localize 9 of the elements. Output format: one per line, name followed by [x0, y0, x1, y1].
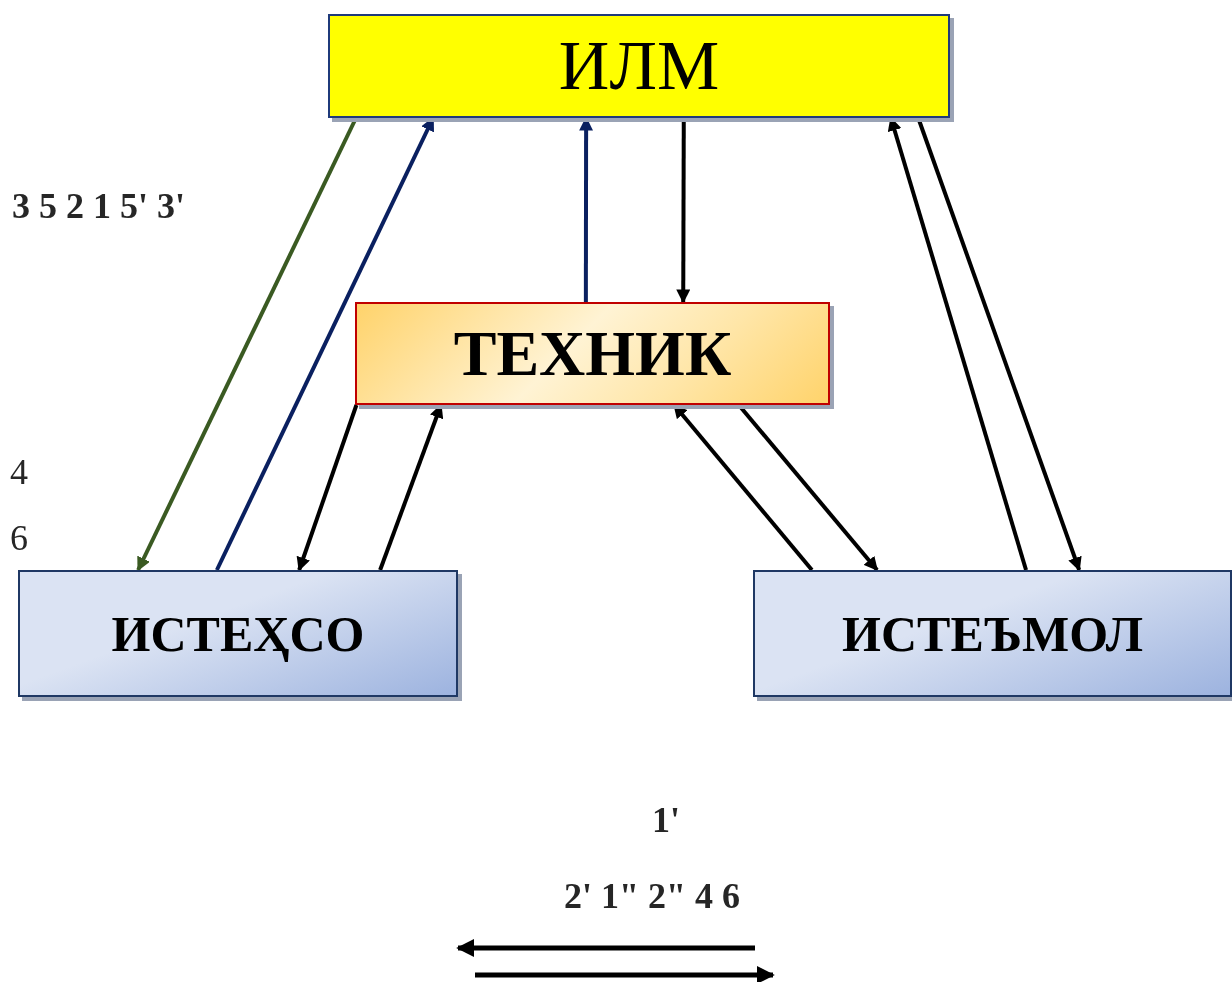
- number-label: 3 5 2 1 5' 3': [12, 188, 185, 224]
- box-title: ИЛМ: [558, 31, 720, 101]
- box-title: ТЕХНИК: [453, 321, 732, 386]
- arrow: [296, 404, 359, 572]
- number-label: 1': [652, 802, 680, 838]
- box-title: ИСТЕЪМОЛ: [842, 608, 1143, 659]
- number-label: 2' 1" 2" 4 6: [564, 878, 740, 914]
- number-label: 6: [10, 520, 28, 556]
- number-label: 4: [10, 454, 28, 490]
